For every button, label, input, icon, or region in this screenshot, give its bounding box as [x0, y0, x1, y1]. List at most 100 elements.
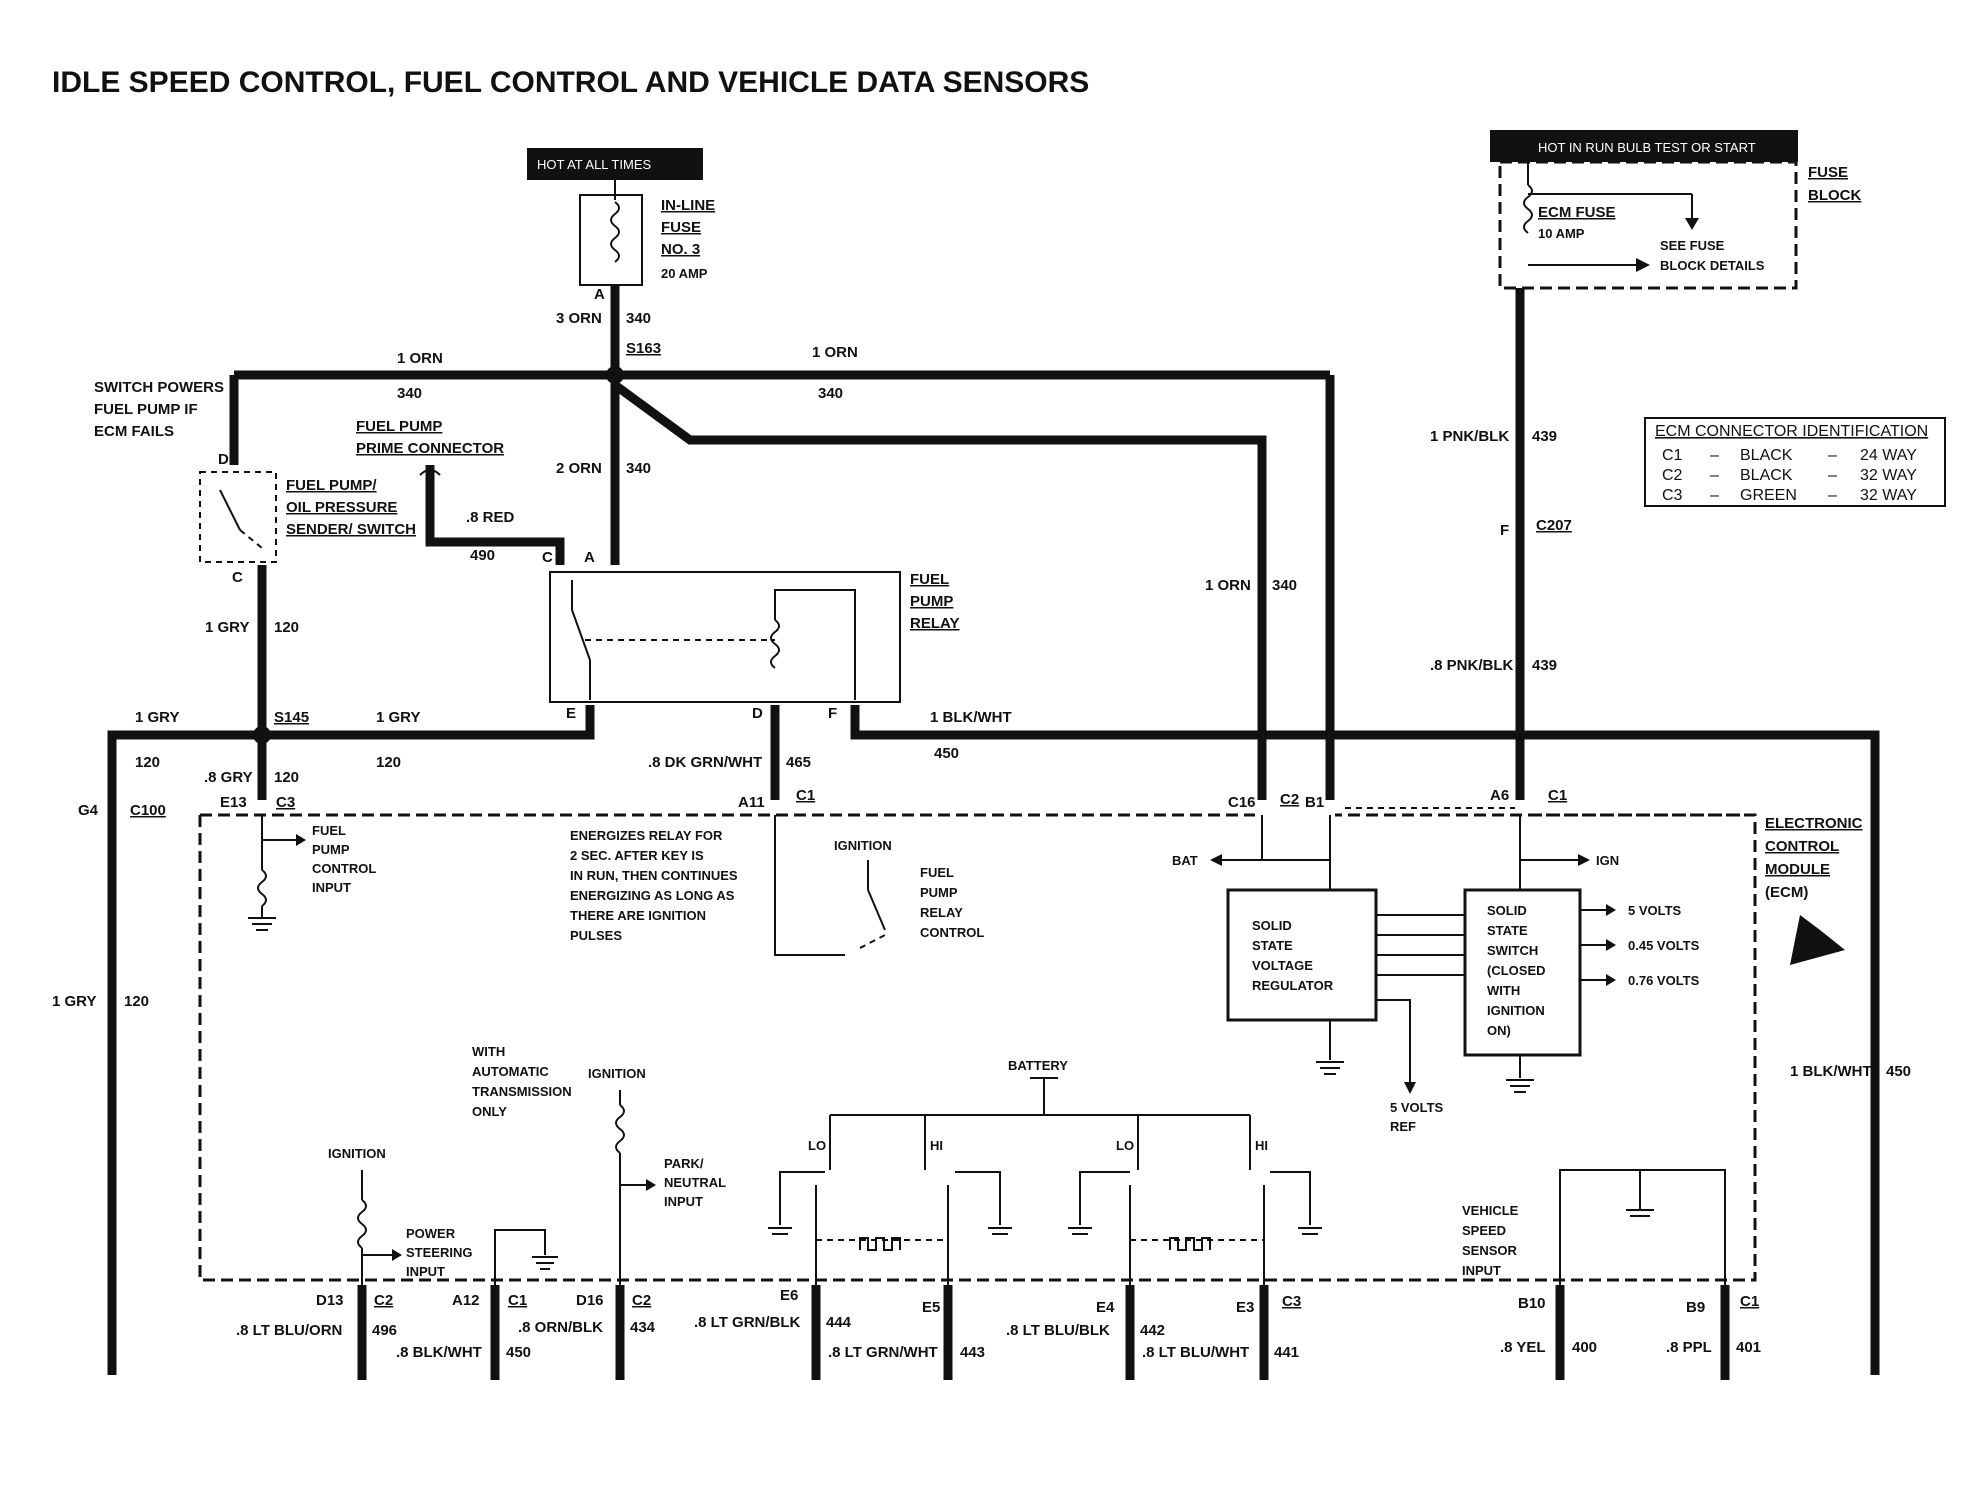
lo-hi-switches: LO HI LO HI [779, 1115, 1311, 1290]
svg-text:441: 441 [1274, 1344, 1299, 1361]
svg-text:IGNITION: IGNITION [588, 1066, 646, 1081]
gry-left-circuit: 120 [124, 993, 149, 1010]
relay-label-1: FUEL [910, 571, 949, 588]
svg-text:C2: C2 [374, 1292, 393, 1309]
volts-076: 0.76 VOLTS [1628, 973, 1700, 988]
svg-text:BLACK: BLACK [1740, 467, 1793, 484]
circuit-120-vert: 120 [274, 619, 299, 636]
svg-text:SOLID: SOLID [1487, 903, 1527, 918]
diagram-title: IDLE SPEED CONTROL, FUEL CONTROL AND VEH… [52, 66, 1089, 99]
svg-text:INPUT: INPUT [664, 1194, 703, 1209]
relay-pin-c: C [542, 549, 553, 566]
splice-s145-label: S145 [274, 709, 309, 726]
volts-045: 0.45 VOLTS [1628, 938, 1700, 953]
ps-ground-icon [532, 1256, 558, 1270]
svg-text:.8 PPL: .8 PPL [1666, 1339, 1712, 1356]
oil-switch-blade [219, 489, 241, 531]
ecm-label-3: MODULE [1765, 861, 1830, 878]
pin-c16: C16 [1228, 794, 1256, 811]
voltage-regulator-box [1226, 888, 1378, 1022]
wire-1-gry-vert: 1 GRY [205, 619, 249, 636]
svg-text:E3: E3 [1236, 1299, 1254, 1316]
relay-control-4: CONTROL [920, 925, 984, 940]
prime-connector-label-2: PRIME CONNECTOR [356, 440, 504, 457]
svg-text:INPUT: INPUT [1462, 1263, 1501, 1278]
wire-8-gry: .8 GRY [204, 769, 253, 786]
blk-right-circuit: 450 [1886, 1063, 1911, 1080]
regulator-3: VOLTAGE [1252, 958, 1313, 973]
svg-text:IGNITION: IGNITION [1487, 1003, 1545, 1018]
svg-text:SWITCH: SWITCH [1487, 943, 1538, 958]
svg-text:–: – [1710, 447, 1719, 464]
relay-contact [571, 609, 591, 661]
fuse-block-outline [1498, 160, 1798, 290]
ecm-connector-table [1644, 417, 1946, 507]
see-fuse-label-1: SEE FUSE [1660, 238, 1725, 253]
esd-warning-icon [1790, 915, 1845, 965]
battery-label: BATTERY [1008, 1058, 1068, 1073]
ref-label-1: 5 VOLTS [1390, 1100, 1444, 1115]
prime-connector-terminal [419, 469, 441, 476]
energize-note: ENERGIZES RELAY FOR 2 SEC. AFTER KEY IS … [570, 828, 738, 943]
svg-text:C2: C2 [632, 1292, 651, 1309]
wire-1-orn-left: 1 ORN [397, 350, 443, 367]
svg-text:ENERGIZES RELAY FOR: ENERGIZES RELAY FOR [570, 828, 723, 843]
svg-text:–: – [1828, 467, 1837, 484]
svg-text:LO: LO [808, 1138, 826, 1153]
wire-dk-grn-wht: .8 DK GRN/WHT [648, 754, 762, 771]
inline-fuse-element [610, 201, 620, 263]
wire-8-red: .8 RED [466, 509, 515, 526]
fp-control-input-4: INPUT [312, 880, 351, 895]
circuit-465: 465 [786, 754, 811, 771]
bat-label: BAT [1172, 853, 1198, 868]
svg-text:B10: B10 [1518, 1295, 1546, 1312]
fp-switch-label-1: FUEL PUMP/ [286, 477, 377, 494]
svg-text:ON): ON) [1487, 1023, 1511, 1038]
relay-control-switch [867, 889, 886, 931]
svg-text:IN RUN, THEN CONTINUES: IN RUN, THEN CONTINUES [570, 868, 738, 883]
fuel-pump-relay-box [549, 571, 901, 703]
inline-fuse-box [579, 194, 643, 286]
relay-label-2: PUMP [910, 593, 953, 610]
svg-text:POWER: POWER [406, 1226, 456, 1241]
relay-pin-f: F [828, 705, 837, 722]
svg-text:.8 LT GRN/WHT: .8 LT GRN/WHT [828, 1344, 938, 1361]
switch-ground-icons [768, 1227, 1322, 1235]
svg-text:C1: C1 [1662, 447, 1683, 464]
svg-text:SPEED: SPEED [1462, 1223, 1506, 1238]
inline-fuse-label-2: FUSE [661, 219, 701, 236]
gry-left-wire: 1 GRY [52, 993, 96, 1010]
pin-e13: E13 [220, 794, 247, 811]
auto-trans-note: WITH AUTOMATIC TRANSMISSION ONLY [472, 1044, 572, 1119]
svg-text:SENSOR: SENSOR [1462, 1243, 1518, 1258]
svg-text:IGNITION: IGNITION [328, 1146, 386, 1161]
circuit-120-mid: 120 [376, 754, 401, 771]
switch-block-text: SOLID STATE SWITCH (CLOSED WITH IGNITION… [1487, 903, 1546, 1038]
power-steering-input: IGNITION POWER STEERING INPUT [328, 1146, 472, 1290]
conn-c207: C207 [1536, 517, 1572, 534]
svg-text:WITH: WITH [1487, 983, 1520, 998]
svg-text:443: 443 [960, 1344, 985, 1361]
svg-text:TRANSMISSION: TRANSMISSION [472, 1084, 572, 1099]
wire-3-orn: 3 ORN [556, 310, 602, 327]
fp-control-input-3: CONTROL [312, 861, 376, 876]
svg-text:BLACK: BLACK [1740, 447, 1793, 464]
pin-a11: A11 [738, 794, 765, 811]
svg-text:496: 496 [372, 1322, 397, 1339]
svg-text:444: 444 [826, 1314, 852, 1331]
svg-text:WITH: WITH [472, 1044, 505, 1059]
switch-note-2: FUEL PUMP IF [94, 401, 198, 418]
bottom-wires [357, 1285, 1730, 1380]
wire-1-blk-wht: 1 BLK/WHT [930, 709, 1012, 726]
ecm-boundary [198, 813, 1757, 1282]
svg-text:E6: E6 [780, 1287, 798, 1304]
svg-text:C1: C1 [1740, 1293, 1759, 1310]
inline-fuse-label-1: IN-LINE [661, 197, 715, 214]
vss-input: VEHICLE SPEED SENSOR INPUT [1462, 1169, 1726, 1290]
svg-text:ENERGIZING AS LONG AS: ENERGIZING AS LONG AS [570, 888, 735, 903]
fp-control-input-2: PUMP [312, 842, 350, 857]
pin-f-c207: F [1500, 522, 1509, 539]
svg-text:E4: E4 [1096, 1299, 1115, 1316]
relay-label-3: RELAY [910, 615, 959, 632]
wire-1-pnk-blk: 1 PNK/BLK [1430, 428, 1509, 445]
